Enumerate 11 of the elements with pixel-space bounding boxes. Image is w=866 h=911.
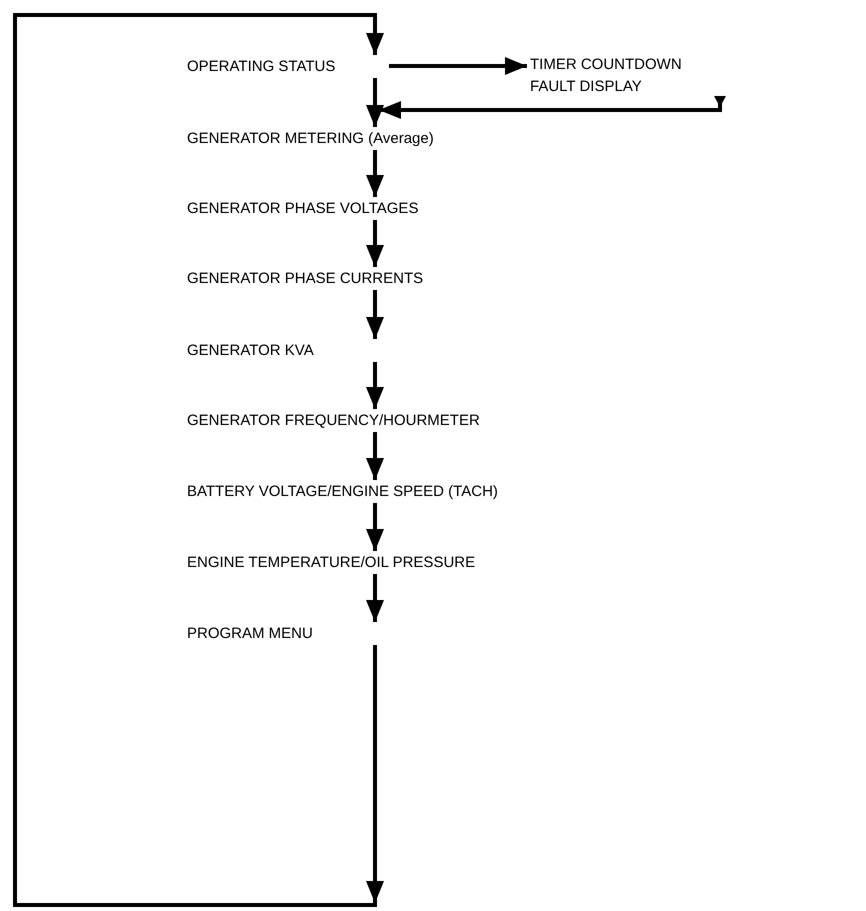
arrow [379, 98, 722, 119]
arrow [366, 220, 384, 267]
arrow [366, 503, 384, 551]
arrow [389, 57, 527, 75]
arrow [366, 290, 384, 339]
arrow [366, 432, 384, 480]
arrow [366, 362, 384, 409]
arrow [366, 78, 384, 127]
arrow [366, 574, 384, 622]
arrow [366, 150, 384, 197]
arrow [13, 13, 384, 907]
